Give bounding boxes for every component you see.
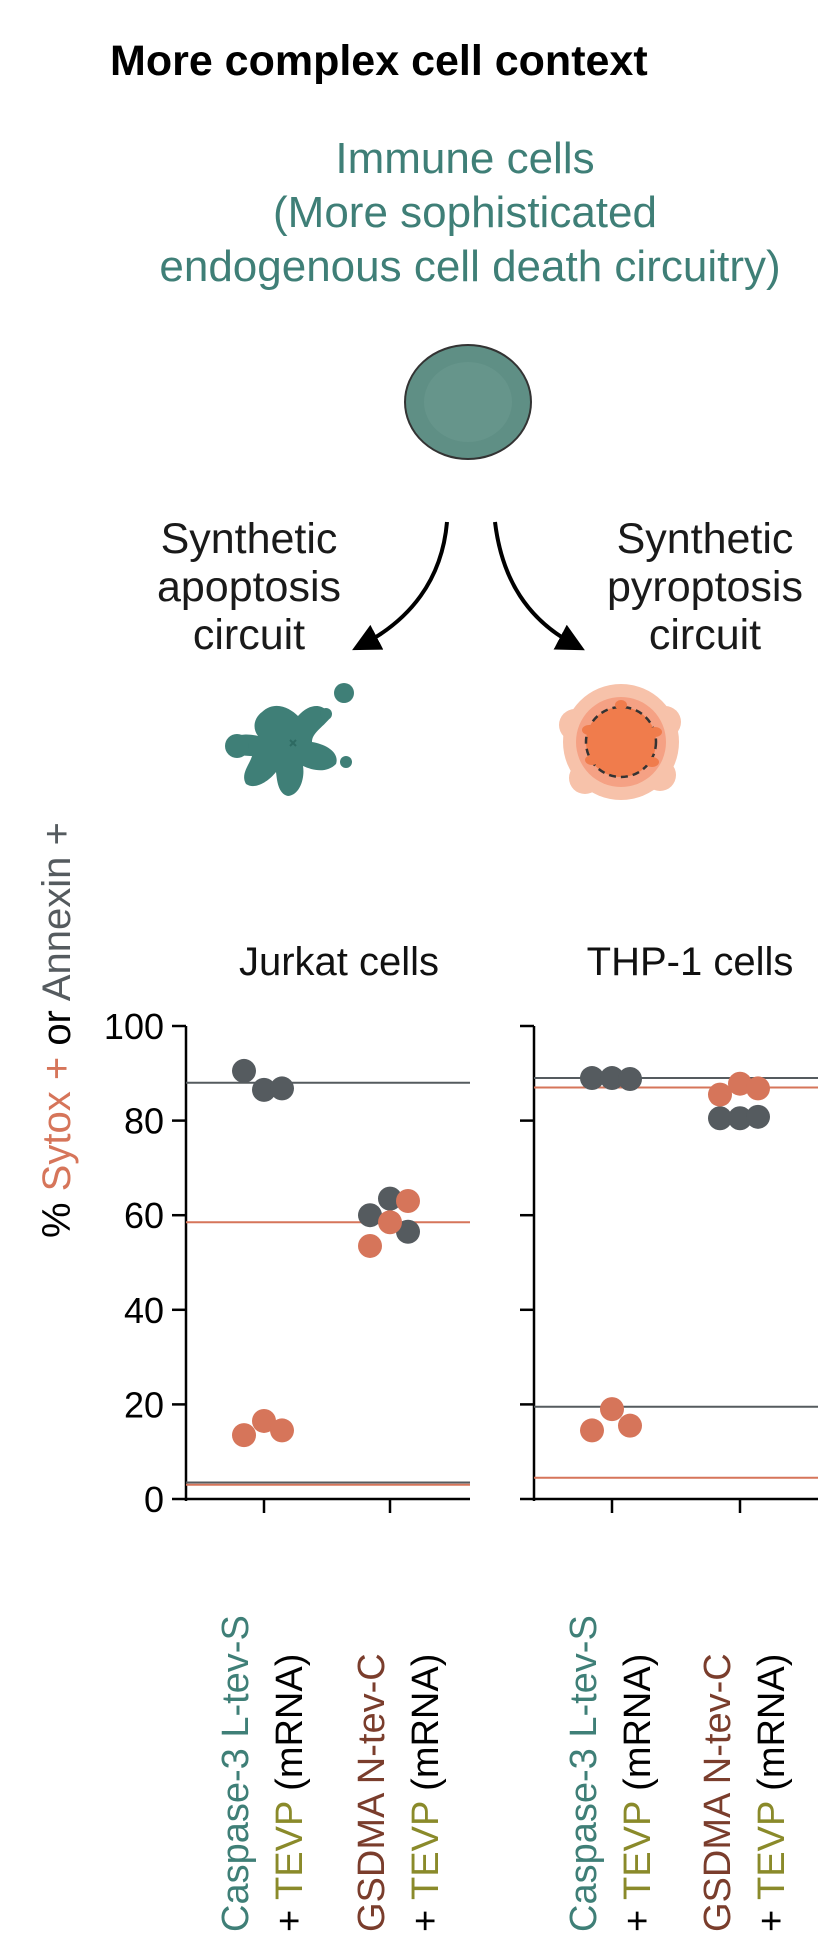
figure-title: More complex cell context — [110, 37, 648, 85]
arrow-to-apoptosis — [352, 521, 449, 651]
thp1-point-annexin — [728, 1106, 752, 1131]
immune-cell-icon — [404, 344, 532, 460]
thp1-point-sytox — [618, 1413, 642, 1438]
jurkat-gsdma-label-name: GSDMA N-tev-C — [351, 1653, 393, 1932]
y-axis-label-sytox: Sytox + — [35, 1057, 79, 1192]
thp1-point-annexin — [580, 1066, 604, 1091]
jurkat-caspase-label-name: Caspase-3 L-tev-S — [215, 1615, 257, 1932]
thp1-point-sytox — [708, 1082, 732, 1107]
pyroptosis-label-line-3: circuit — [649, 611, 761, 659]
chart-jurkat: 0 20 40 60 80 100 — [104, 1006, 470, 1520]
jurkat-point-sytox — [252, 1408, 276, 1433]
jurkat-point-sytox — [358, 1233, 382, 1258]
jurkat-point-sytox — [232, 1423, 256, 1448]
chart-thp1 — [520, 1024, 818, 1513]
pyroptosis-label-line-2: pyroptosis — [607, 563, 803, 611]
jurkat-point-annexin — [396, 1219, 420, 1244]
x-category-labels: Caspase-3 L-tev-S + TEVP (mRNA) GSDMA N-… — [215, 1615, 793, 1932]
thp1-point-sytox — [728, 1071, 752, 1096]
jurkat-gsdma-label-tevp: + TEVP (mRNA) — [405, 1654, 447, 1932]
jurkat-point-annexin — [270, 1076, 294, 1101]
jurkat-y-tick-label: 100 — [104, 1006, 164, 1047]
thp1-point-sytox — [746, 1076, 770, 1101]
thp1-caspase-label-tevp: + TEVP (mRNA) — [617, 1654, 659, 1932]
jurkat-point-annexin — [232, 1058, 256, 1083]
thp1-point-annexin — [746, 1104, 770, 1129]
thp1-gsdma-label-name: GSDMA N-tev-C — [697, 1653, 739, 1932]
arrow-to-pyroptosis — [493, 521, 585, 651]
thp1-point-sytox — [580, 1418, 604, 1443]
jurkat-point-annexin — [378, 1186, 402, 1211]
pyroptosis-label-line-1: Synthetic — [617, 515, 794, 563]
jurkat-y-tick-label: 60 — [124, 1195, 164, 1236]
thp1-gsdma-label-tevp: + TEVP (mRNA) — [751, 1654, 793, 1932]
thp1-point-sytox — [600, 1397, 624, 1422]
subtitle-line-3: endogenous cell death circuitry) — [159, 242, 780, 291]
apoptosis-label-line-3: circuit — [193, 611, 305, 659]
apoptotic-cell-icon — [225, 683, 354, 796]
apoptosis-label-line-2: apoptosis — [157, 563, 341, 611]
y-axis-label-percent: % — [35, 1191, 79, 1238]
jurkat-point-sytox — [378, 1210, 402, 1235]
thp1-point-annexin — [618, 1066, 642, 1091]
chart-title-jurkat: Jurkat cells — [239, 940, 439, 984]
y-axis-label-annexin: Annexin + — [35, 822, 79, 1001]
apoptosis-label-line-1: Synthetic — [161, 515, 338, 563]
subtitle-line-1: Immune cells — [335, 134, 594, 183]
jurkat-y-tick-label: 40 — [124, 1290, 164, 1331]
thp1-caspase-label-name: Caspase-3 L-tev-S — [563, 1615, 605, 1932]
pyroptotic-cell-icon — [559, 684, 681, 800]
jurkat-caspase-label-tevp: + TEVP (mRNA) — [269, 1654, 311, 1932]
thp1-point-annexin — [600, 1066, 624, 1091]
jurkat-point-sytox — [270, 1418, 294, 1443]
jurkat-y-tick-label: 80 — [124, 1101, 164, 1142]
chart-title-thp1: THP-1 cells — [587, 940, 794, 984]
jurkat-point-annexin — [252, 1077, 276, 1102]
y-axis-label: % Sytox + or Annexin + — [35, 822, 79, 1238]
jurkat-point-annexin — [358, 1203, 382, 1228]
y-axis-label-or: or — [35, 1001, 79, 1057]
subtitle-line-2: (More sophisticated — [273, 188, 657, 237]
jurkat-y-tick-label: 0 — [144, 1479, 164, 1520]
jurkat-y-tick-label: 20 — [124, 1384, 164, 1425]
jurkat-point-sytox — [396, 1189, 420, 1214]
thp1-point-annexin — [708, 1106, 732, 1131]
